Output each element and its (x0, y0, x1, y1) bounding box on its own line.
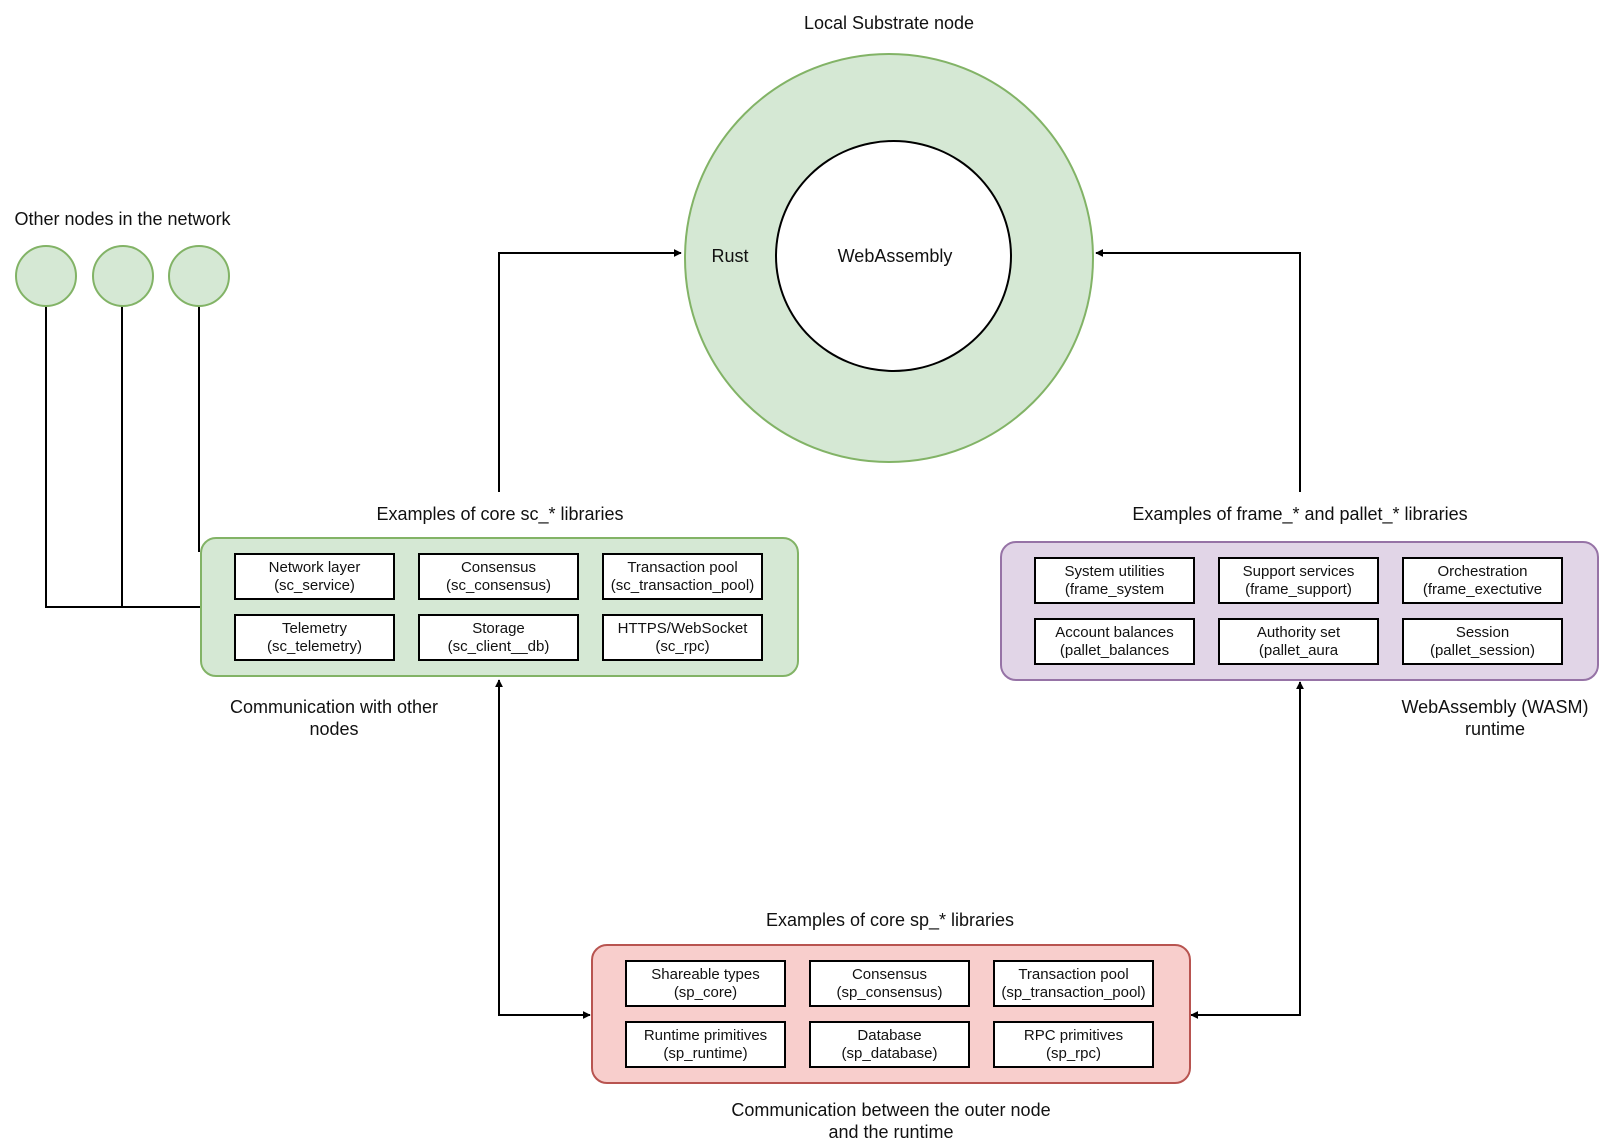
library-name: HTTPS/WebSocket (617, 619, 748, 637)
library-name: Shareable types (651, 965, 760, 983)
library-crate: (sc_client__db) (447, 637, 550, 655)
library-crate: (sc_rpc) (655, 637, 710, 655)
library-crate: (frame_system (1064, 580, 1165, 598)
library-box: Database(sp_database) (809, 1021, 970, 1068)
library-box: Account balances(pallet_balances (1034, 618, 1195, 665)
peer-node-circle (15, 245, 77, 307)
network-link-1 (45, 305, 200, 608)
library-crate: (sp_transaction_pool) (1001, 983, 1146, 1001)
library-crate: (sc_transaction_pool) (610, 576, 755, 594)
library-name: Consensus (460, 558, 537, 576)
client-primitives-arrow (495, 679, 591, 1019)
library-name: System utilities (1064, 562, 1165, 580)
library-name: Transaction pool (1018, 965, 1129, 983)
library-box: HTTPS/WebSocket(sc_rpc) (602, 614, 763, 661)
library-box: Network layer(sc_service) (234, 553, 395, 600)
runtime-to-node-arrow (1095, 249, 1301, 492)
library-crate: (pallet_aura (1258, 641, 1339, 659)
library-name: Telemetry (281, 619, 348, 637)
library-name: Database (857, 1026, 922, 1044)
library-name: Account balances (1055, 623, 1174, 641)
library-crate: (sc_telemetry) (266, 637, 363, 655)
runtime-primitives-arrow (1190, 681, 1304, 1019)
library-name: Session (1455, 623, 1510, 641)
library-box: Transaction pool(sc_transaction_pool) (602, 553, 763, 600)
library-box: Shareable types(sp_core) (625, 960, 786, 1007)
library-box: Runtime primitives(sp_runtime) (625, 1021, 786, 1068)
library-box: Storage(sc_client__db) (418, 614, 579, 661)
peer-node-circle (92, 245, 154, 307)
library-crate: (sp_rpc) (1045, 1044, 1101, 1062)
library-name: Orchestration (1437, 562, 1528, 580)
client-group-title: Examples of core sc_* libraries (376, 504, 624, 524)
library-name: RPC primitives (1023, 1026, 1124, 1044)
library-crate: (pallet_balances (1059, 641, 1170, 659)
runtime-group-caption: WebAssembly (WASM) runtime (1401, 697, 1589, 739)
library-box: Orchestration(frame_exectutive (1402, 557, 1563, 604)
library-box: Consensus(sc_consensus) (418, 553, 579, 600)
library-crate: (sc_consensus) (445, 576, 552, 594)
primitives-group-caption: Communication between the outer node and… (731, 1100, 1051, 1142)
client-to-node-arrow (498, 249, 682, 492)
library-crate: (sp_consensus) (836, 983, 943, 1001)
library-crate: (frame_exectutive (1422, 580, 1543, 598)
library-crate: (sc_service) (274, 576, 355, 594)
library-box: RPC primitives(sp_rpc) (993, 1021, 1154, 1068)
primitives-group-title: Examples of core sp_* libraries (765, 910, 1015, 930)
peer-node-circle (168, 245, 230, 307)
library-box: Consensus(sp_consensus) (809, 960, 970, 1007)
webassembly-label: WebAssembly (837, 246, 953, 266)
library-crate: (frame_support) (1245, 580, 1352, 598)
library-name: Transaction pool (627, 558, 738, 576)
library-box: Authority set(pallet_aura (1218, 618, 1379, 665)
library-name: Authority set (1256, 623, 1341, 641)
library-box: Transaction pool(sp_transaction_pool) (993, 960, 1154, 1007)
library-box: Telemetry(sc_telemetry) (234, 614, 395, 661)
library-crate: (sp_runtime) (663, 1044, 748, 1062)
library-name: Storage (472, 619, 525, 637)
library-box: System utilities(frame_system (1034, 557, 1195, 604)
library-name: Network layer (268, 558, 361, 576)
runtime-group-title: Examples of frame_* and pallet_* librari… (1132, 504, 1468, 524)
library-crate: (sp_database) (841, 1044, 938, 1062)
library-name: Support services (1242, 562, 1355, 580)
library-crate: (pallet_session) (1429, 641, 1536, 659)
library-crate: (sp_core) (673, 983, 738, 1001)
library-name: Runtime primitives (643, 1026, 768, 1044)
network-title: Other nodes in the network (14, 209, 231, 229)
library-box: Support services(frame_support) (1218, 557, 1379, 604)
library-name: Consensus (851, 965, 928, 983)
library-box: Session(pallet_session) (1402, 618, 1563, 665)
rust-label: Rust (711, 246, 749, 266)
client-group-caption: Communication with other nodes (229, 697, 439, 739)
node-title: Local Substrate node (803, 13, 975, 33)
webassembly-core-circle (775, 140, 1012, 372)
